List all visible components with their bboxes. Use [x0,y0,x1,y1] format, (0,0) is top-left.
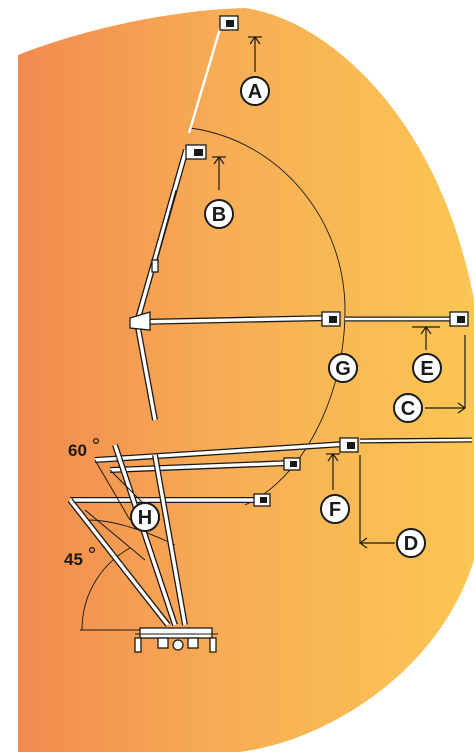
svg-text:A: A [248,81,262,103]
svg-text:F: F [329,499,341,521]
dimension-c [425,335,467,414]
label-f: F [320,494,350,524]
svg-text:60: 60 [68,441,87,460]
label-d: D [396,528,426,558]
angle-45-arc [81,547,131,631]
dimension-e [412,325,440,350]
label-e: E [412,353,442,383]
angle-label-60: 60 [68,437,100,460]
boom-60-degree-group [94,437,473,473]
dimension-a [248,35,262,72]
dimension-d [358,455,395,549]
angle-label-45: 45 [64,546,96,569]
dimension-b [212,155,226,190]
svg-text:B: B [212,204,226,226]
boom-second-position [134,144,207,323]
label-g: G [328,353,358,383]
svg-text:G: G [335,358,351,380]
label-a: A [240,76,270,106]
envelope-area [18,8,474,752]
svg-text:D: D [404,533,418,555]
inner-reach-arc [87,519,176,546]
svg-text:45: 45 [64,550,83,569]
label-h: H [130,502,160,532]
label-b: B [204,199,234,229]
dimension-f [326,452,340,490]
boom-top-position [187,15,239,134]
boom-horizontal-position [129,311,469,331]
boom-lower-section [134,321,158,421]
boom-lifting-arms [67,444,188,627]
trailer-chassis [134,627,218,653]
svg-text:E: E [420,358,433,380]
svg-text:H: H [138,507,152,529]
svg-text:C: C [401,398,415,420]
label-c: C [393,393,423,423]
